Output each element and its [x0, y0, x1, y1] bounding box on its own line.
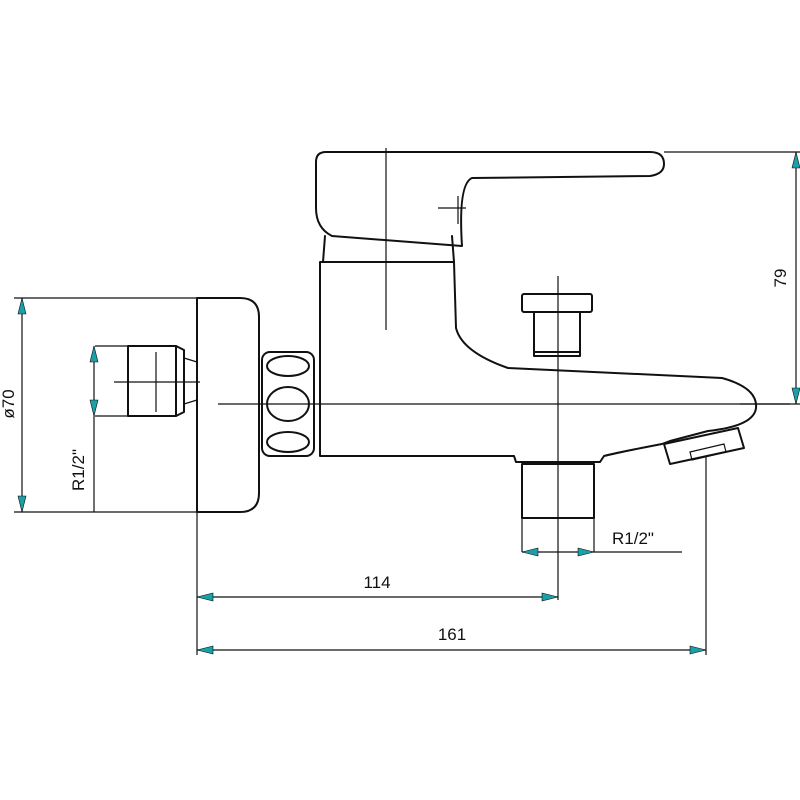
diverter-knob: [521, 293, 593, 357]
diameter-label: ø70: [0, 389, 18, 418]
wall-escutcheon: [196, 297, 260, 513]
center-width-label: 114: [363, 573, 390, 592]
dimension-overall-width: 161: [196, 625, 707, 655]
dimension-height: 79: [771, 151, 800, 405]
dimension-center-width: 114: [196, 573, 559, 602]
eccentric-connector: [95, 345, 198, 417]
dimension-thread-bottom: R1/2": [521, 529, 682, 557]
extension-lines: [14, 151, 800, 655]
spout-outlet: [663, 427, 745, 465]
overall-width-label: 161: [438, 625, 466, 644]
mixer-body: [319, 235, 758, 463]
thread-bottom-label: R1/2": [612, 529, 654, 548]
height-label: 79: [771, 269, 790, 288]
dimension-diameter: ø70: [0, 297, 27, 513]
center-lines: [114, 148, 790, 600]
dimension-thread-left: R1/2": [69, 345, 99, 491]
thread-left-label: R1/2": [69, 449, 88, 491]
lever-handle: [315, 151, 665, 247]
